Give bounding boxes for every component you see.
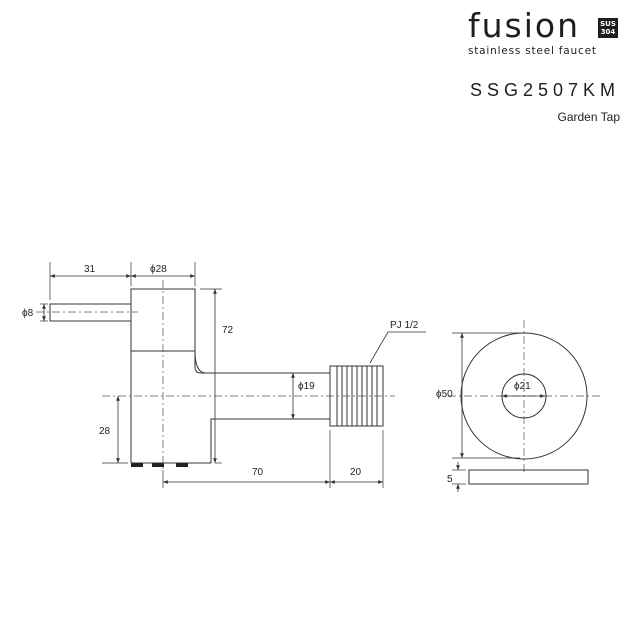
label-pj: PJ 1/2	[390, 320, 419, 331]
body-spout-outline	[130, 351, 330, 463]
brand-name: fusion	[468, 6, 580, 45]
sus304-badge: SUS 304	[598, 18, 618, 38]
label-19: ϕ19	[298, 381, 315, 392]
flange-view	[460, 332, 589, 485]
flange-outer-circle	[460, 332, 588, 460]
label-5: 5	[447, 474, 453, 485]
model-number: SSG2507KM	[469, 80, 620, 100]
badge-line-2: 304	[600, 28, 616, 36]
thread-leader	[369, 331, 426, 364]
handle-lever	[49, 303, 131, 322]
flange-side	[468, 469, 589, 485]
label-70: 70	[252, 467, 264, 478]
label-8: ϕ8	[22, 308, 34, 319]
dimension-labels: 31 ϕ28 ϕ8 72 PJ 1/2 ϕ19 28 70 20 ϕ50 ϕ21…	[22, 264, 531, 485]
label-28-dia: ϕ28	[150, 264, 167, 275]
label-20: 20	[350, 467, 362, 478]
body-lower-right	[194, 350, 206, 374]
dimension-arrows	[42, 274, 545, 492]
label-72: 72	[222, 325, 234, 336]
center-lines	[36, 280, 600, 475]
product-type: Garden Tap	[557, 110, 621, 124]
flange-inner-circle	[501, 373, 547, 419]
brand-tagline: stainless steel faucet	[468, 45, 597, 57]
base-feet	[131, 463, 188, 467]
label-31: 31	[84, 264, 96, 275]
brand-logo: fusion SUS 304 stainless steel faucet	[468, 6, 618, 58]
label-28: 28	[99, 426, 111, 437]
label-50: ϕ50	[436, 389, 453, 400]
badge-line-1: SUS	[600, 20, 616, 28]
label-21: ϕ21	[514, 381, 531, 392]
dimension-lines	[40, 262, 520, 488]
